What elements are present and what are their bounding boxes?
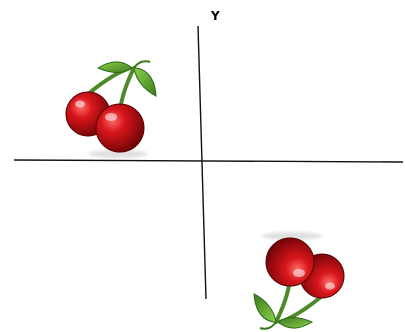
cherries-icon — [253, 232, 345, 330]
y-axis-label: Y — [210, 9, 220, 23]
y-axis-line — [197, 25, 207, 300]
x-axis-line — [13, 159, 404, 163]
cherries-icon — [65, 60, 157, 158]
